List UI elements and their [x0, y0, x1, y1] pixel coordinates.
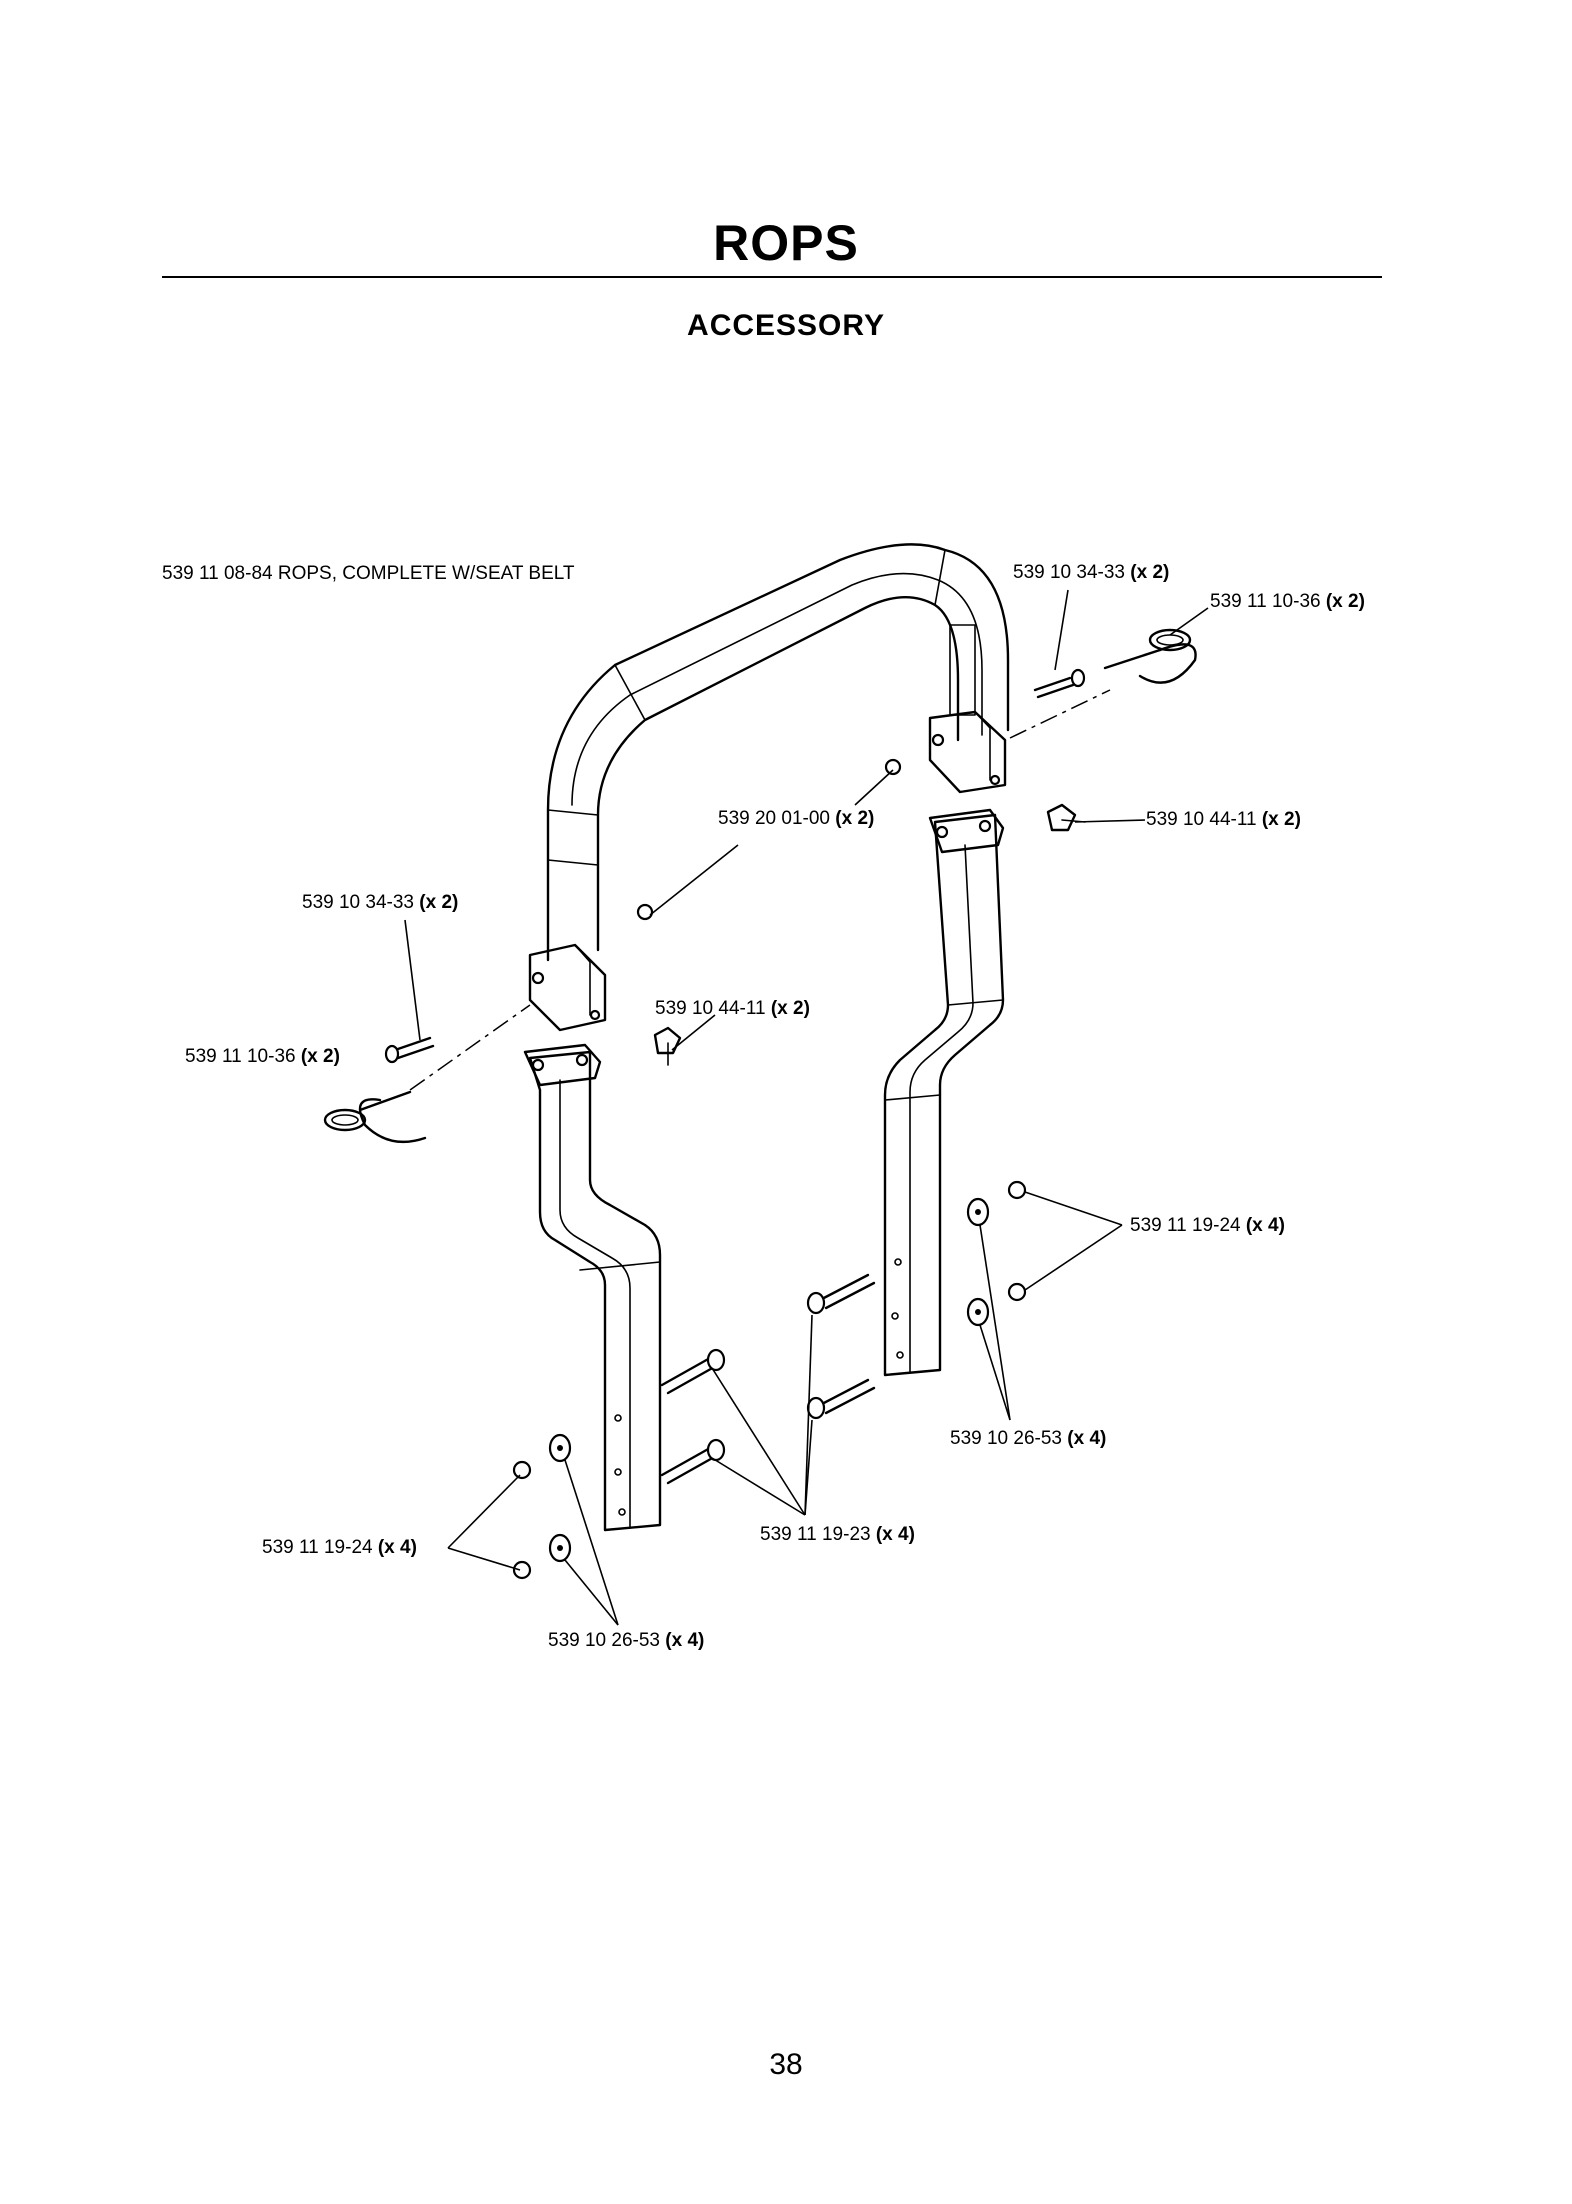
callout-pin-top-right: 539 10 34-33 (x 2) [1013, 562, 1169, 583]
rops-left-leg [523, 1043, 662, 1532]
callout-clip-top-right: 539 11 10-36 (x 2) [1210, 591, 1365, 612]
leader-lines [404, 589, 1209, 1626]
quantity: (x 2) [419, 892, 458, 913]
part-number: 539 10 26-53 [548, 1630, 660, 1651]
washers-left [548, 1433, 572, 1563]
knob-right [1046, 803, 1086, 832]
quantity: (x 2) [1130, 562, 1169, 583]
pin-top-right [1033, 668, 1086, 699]
section-subtitle: ACCESSORY [687, 309, 885, 342]
quantity: (x 2) [1262, 809, 1301, 830]
part-number: 539 11 19-24 [1130, 1215, 1241, 1236]
bolts-left-leg [660, 1348, 726, 1485]
rops-right-leg [883, 808, 1005, 1377]
pin-axis-right [1009, 689, 1111, 739]
callout-locknut-right: 539 11 19-24 (x 4) [1130, 1215, 1285, 1236]
part-number: 539 10 44-11 [655, 998, 766, 1019]
callout-locknut-left: 539 11 19-24 (x 4) [262, 1537, 417, 1558]
washers-right [966, 1197, 990, 1327]
callout-nut-upper: 539 20 01-00 (x 2) [718, 808, 874, 829]
callout-knob-left: 539 10 44-11 (x 2) [655, 998, 810, 1019]
part-number: 539 11 19-23 [760, 1524, 871, 1545]
callout-washer-right: 539 10 26-53 (x 4) [950, 1428, 1106, 1449]
quantity: (x 4) [1067, 1428, 1106, 1449]
hoop-right-bracket [928, 710, 1007, 794]
quantity: (x 4) [876, 1524, 915, 1545]
locknuts-right [1007, 1180, 1027, 1302]
nut-upper-right [884, 758, 902, 776]
callout-washer-left: 539 10 26-53 (x 4) [548, 1630, 704, 1651]
nut-upper-left [636, 903, 654, 921]
quantity: (x 2) [301, 1046, 340, 1067]
part-number: 539 11 10-36 [185, 1046, 296, 1067]
part-number: 539 10 34-33 [1013, 562, 1125, 583]
part-number: 539 20 01-00 [718, 808, 830, 829]
part-number: 539 10 34-33 [302, 892, 414, 913]
quantity: (x 4) [665, 1630, 704, 1651]
part-number: 539 11 19-24 [262, 1537, 373, 1558]
quantity: (x 2) [771, 998, 810, 1019]
quantity: (x 2) [1326, 591, 1365, 612]
lynch-clip-top-right [1103, 628, 1197, 684]
pin-left [384, 1036, 435, 1064]
rops-upper-hoop [546, 543, 1010, 962]
title-divider [162, 276, 1382, 278]
part-number: 539 10 26-53 [950, 1428, 1062, 1449]
callout-bolt-center: 539 11 19-23 (x 4) [760, 1524, 915, 1545]
page-number: 38 [769, 2048, 803, 2081]
locknuts-left [512, 1460, 532, 1580]
quantity: (x 4) [378, 1537, 417, 1558]
part-number: 539 11 10-36 [1210, 591, 1321, 612]
hoop-left-bracket [528, 943, 607, 1032]
callout-knob-right: 539 10 44-11 (x 2) [1146, 809, 1301, 830]
page-title: ROPS [713, 215, 859, 271]
callout-assembly: 539 11 08-84 ROPS, COMPLETE W/SEAT BELT [162, 563, 575, 584]
pin-axis-left [409, 1004, 531, 1091]
quantity: (x 4) [1246, 1215, 1285, 1236]
callout-pin-left: 539 10 34-33 (x 2) [302, 892, 458, 913]
part-number: 539 10 44-11 [1146, 809, 1257, 830]
lynch-clip-left [323, 1090, 427, 1144]
callout-clip-left: 539 11 10-36 (x 2) [185, 1046, 340, 1067]
bolts-right-leg [806, 1273, 876, 1420]
quantity: (x 2) [835, 808, 874, 829]
